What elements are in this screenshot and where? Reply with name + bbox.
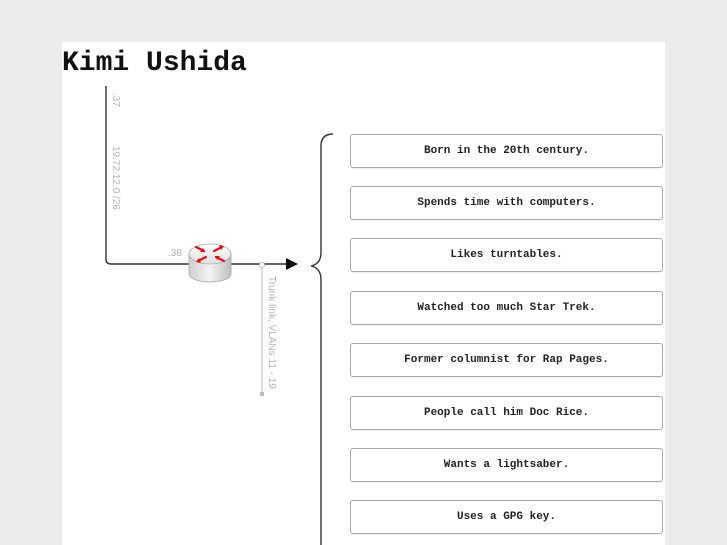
fact-box: People call him Doc Rice.	[350, 396, 663, 430]
arrow-head	[286, 258, 298, 270]
fact-box: Born in the 20th century.	[350, 134, 663, 168]
router-icon	[188, 243, 232, 283]
uplink-line	[105, 86, 288, 265]
uplink-port-label: .37	[110, 93, 121, 107]
fact-box: Uses a GPG key.	[350, 500, 663, 534]
trunk-top-port	[259, 262, 265, 268]
trunk-end-marker	[260, 392, 264, 396]
fact-box: Likes turntables.	[350, 238, 663, 272]
fact-brace	[310, 133, 334, 545]
fact-box: Watched too much Star Trek.	[350, 291, 663, 325]
fact-box: Wants a lightsaber.	[350, 448, 663, 482]
page-title: Kimi Ushida	[62, 48, 247, 79]
fact-box: Former columnist for Rap Pages.	[350, 343, 663, 377]
fact-box: Spends time with computers.	[350, 186, 663, 220]
uplink-subnet-label: 19.72.12.0 /26	[110, 146, 121, 210]
trunk-link-label: Trunk link, VLANs 11 - 19	[266, 276, 277, 389]
router-port-label: .38	[168, 248, 182, 259]
